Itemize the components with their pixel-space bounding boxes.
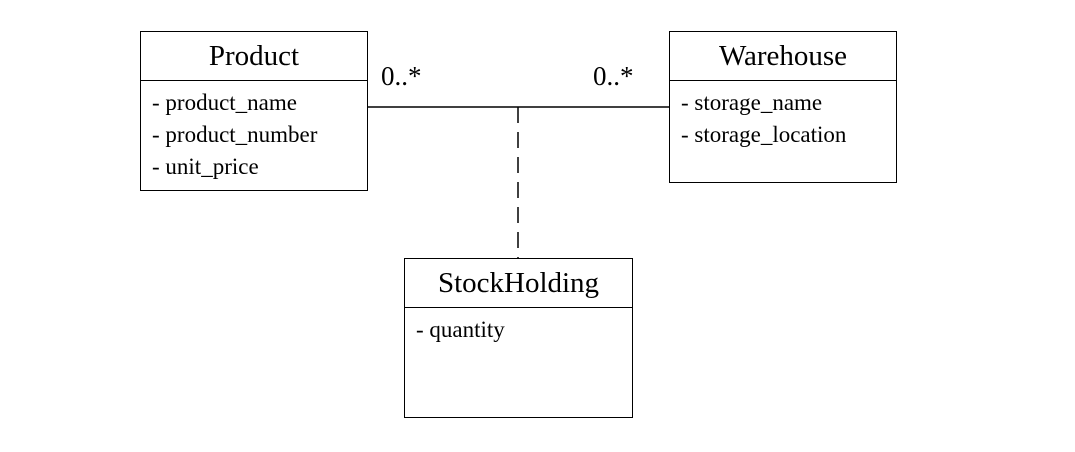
stockholding-class-box[interactable]: StockHolding - quantity bbox=[404, 258, 633, 418]
warehouse-attribute: - storage_location bbox=[681, 122, 847, 147]
stockholding-attribute: - quantity bbox=[416, 317, 505, 342]
warehouse-class-name: Warehouse bbox=[670, 32, 896, 81]
warehouse-multiplicity-label: 0..* bbox=[593, 61, 634, 91]
product-attribute: - unit_price bbox=[152, 154, 259, 179]
product-class-box[interactable]: Product - product_name - product_number … bbox=[140, 31, 368, 191]
product-attribute: - product_number bbox=[152, 122, 318, 147]
product-multiplicity-label: 0..* bbox=[381, 61, 422, 91]
product-attribute: - product_name bbox=[152, 90, 297, 115]
warehouse-attribute: - storage_name bbox=[681, 90, 823, 115]
product-attribute-list: - product_name - product_number - unit_p… bbox=[141, 81, 367, 183]
stockholding-attribute-list: - quantity bbox=[405, 308, 632, 346]
product-class-name: Product bbox=[141, 32, 367, 81]
stockholding-class-name: StockHolding bbox=[405, 259, 632, 308]
warehouse-class-box[interactable]: Warehouse - storage_name - storage_locat… bbox=[669, 31, 897, 183]
warehouse-attribute-list: - storage_name - storage_location bbox=[670, 81, 896, 151]
